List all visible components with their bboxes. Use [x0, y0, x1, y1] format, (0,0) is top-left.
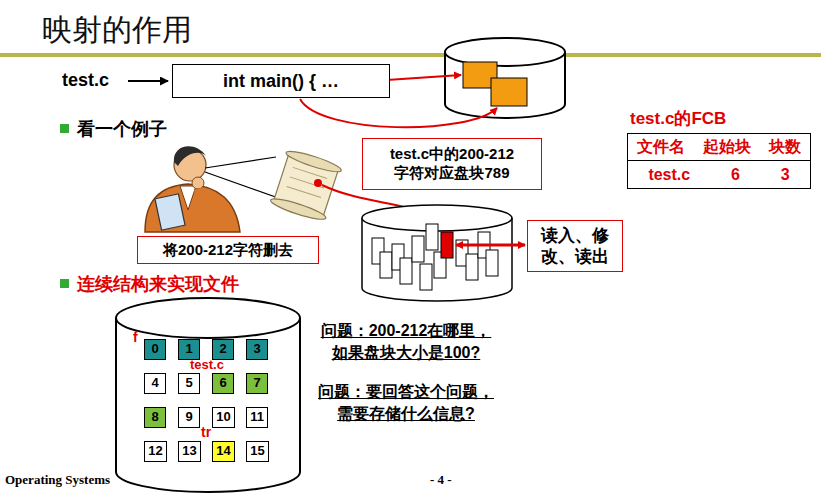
node-text: 7 — [253, 375, 260, 391]
bullet-text: 连续结构来实现文件 — [77, 272, 239, 296]
node-text: 12 — [148, 443, 162, 459]
node-text: 3 — [253, 341, 260, 357]
pointer-arrow — [128, 80, 168, 82]
pointer-label: f — [133, 330, 138, 345]
disk-block: 4 — [144, 373, 166, 394]
pointer-dot — [314, 179, 322, 187]
scroll-figure — [269, 148, 343, 223]
file-name: test.c — [62, 70, 109, 91]
table-cell: 6 — [731, 165, 740, 185]
callout-box: test.c中的200-212 字符对应盘块789 — [362, 138, 542, 190]
node-text: 4 — [151, 375, 158, 391]
disk-block: 6 — [212, 373, 234, 394]
disk-block: 14 — [212, 441, 235, 462]
file-label: test.c — [190, 357, 224, 372]
disk-block: 10 — [212, 407, 235, 428]
table-cell: test.c — [648, 165, 690, 185]
node-text: 9 — [185, 409, 192, 425]
disk-top — [445, 38, 565, 118]
disk-block: 13 — [178, 441, 201, 462]
io-box: 读入、修 改、读出 — [527, 220, 623, 272]
pointer-label: tr — [201, 425, 211, 440]
disk-block: 3 — [246, 339, 268, 360]
title-rule — [0, 53, 821, 57]
node-text: 1 — [185, 341, 192, 357]
question-note: 问题：200-212在哪里， 如果盘块大小是100? — [300, 320, 512, 365]
footer-text: Operating Systems — [5, 472, 110, 488]
node-text: 10 — [216, 409, 230, 425]
disk-bottom — [116, 298, 300, 492]
node-text: 2 — [219, 341, 226, 357]
node-text: int main() { … — [223, 70, 339, 93]
node-text: 14 — [216, 443, 230, 459]
node-text: 读入、修 改、读出 — [536, 225, 614, 268]
bullet — [60, 279, 69, 288]
caption-box: 将200-212字符删去 — [137, 236, 319, 264]
disk-block: 9 — [178, 407, 200, 428]
table-cell: 3 — [781, 165, 790, 185]
bullet-text: 看一个例子 — [77, 117, 167, 141]
page-number: - 4 - — [430, 472, 452, 488]
disk-middle — [362, 205, 512, 301]
disk-block: 5 — [178, 373, 200, 394]
node-text: test.c中的200-212 字符对应盘块789 — [367, 145, 537, 183]
disk-block: 11 — [246, 407, 268, 428]
disk-block: 7 — [246, 373, 268, 394]
table-cell: 起始块 — [703, 137, 751, 157]
node-text: 8 — [151, 409, 158, 425]
slide-title: 映射的作用 — [42, 10, 192, 51]
table-cell: 文件名 — [637, 137, 685, 157]
disk-block: 0 — [144, 339, 166, 360]
table-data-row: test.c 6 3 — [627, 160, 811, 189]
bullet — [60, 124, 69, 133]
io-arrow — [456, 244, 525, 247]
disk-block: 8 — [144, 407, 166, 428]
table-cell: 块数 — [769, 137, 801, 157]
node-text: 13 — [182, 443, 196, 459]
disk-block: 1 — [178, 339, 200, 360]
disk-block: 2 — [212, 339, 234, 360]
table-title: test.c的FCB — [630, 107, 726, 130]
node-text: 15 — [250, 443, 264, 459]
disk-block: 12 — [144, 441, 167, 462]
node-text: 将200-212字符删去 — [163, 241, 293, 260]
table-header-row: 文件名起始块块数 — [627, 133, 811, 161]
node-text: 0 — [151, 341, 158, 357]
node-text: 5 — [185, 375, 192, 391]
node-text: 11 — [250, 409, 264, 425]
disk-block: 15 — [246, 441, 269, 462]
code-box: int main() { … — [172, 64, 390, 98]
node-text: 6 — [219, 375, 226, 391]
question-note: 问题：要回答这个问题， 需要存储什么信息? — [300, 381, 512, 426]
map-curve — [300, 99, 497, 127]
